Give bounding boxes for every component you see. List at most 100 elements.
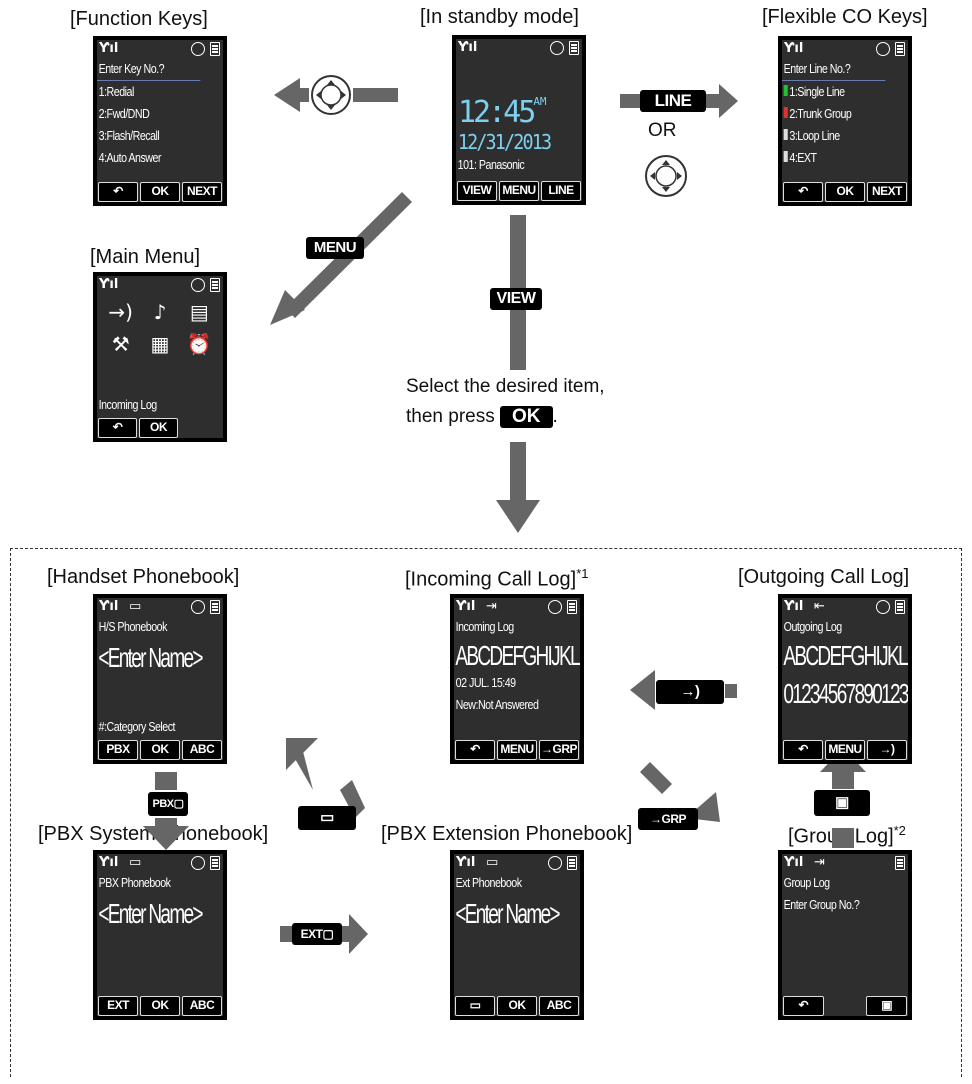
co-line-2[interactable]: 2:Trunk Group xyxy=(782,103,885,125)
label-flexible-co: [Flexible CO Keys] xyxy=(762,6,928,28)
ext-enter-name[interactable]: <Enter Name> xyxy=(455,898,560,929)
arrow-to-flexible-co xyxy=(620,84,738,197)
pbx-title: PBX Phonebook xyxy=(98,875,171,890)
instruction-line1: Select the desired item, xyxy=(406,376,605,397)
hs-enter-name[interactable]: <Enter Name> xyxy=(98,642,203,673)
standby-date: 12/31/2013 xyxy=(457,130,552,154)
fk-row-4[interactable]: 4:Auto Answer xyxy=(98,150,162,165)
group-key-badge: ▣ xyxy=(814,790,870,816)
standby-time: 12:45AM xyxy=(458,95,547,130)
ext-ok-softkey[interactable]: OK xyxy=(497,996,537,1016)
in-time: 02 JUL. 15:49 xyxy=(455,675,516,690)
call-log-icon[interactable]: →) xyxy=(108,300,133,324)
alarm-icon[interactable]: ⏰ xyxy=(186,332,212,356)
arrow-to-pbx-ext xyxy=(280,914,368,954)
hs-ok-softkey[interactable]: OK xyxy=(140,740,180,760)
in-status: New:Not Answered xyxy=(455,697,539,712)
hs-title: H/S Phonebook xyxy=(98,619,168,634)
label-outgoing-call-log: [Outgoing Call Log] xyxy=(738,566,910,588)
screen-flexible-co: Ƴıl Enter Line No.? 1:Single Line 2:Trun… xyxy=(778,36,912,206)
ringer-icon[interactable]: ♪ xyxy=(153,300,167,324)
screen-function-keys: Ƴıl Enter Key No.? 1:Redial 2:Fwd/DND 3:… xyxy=(93,36,227,206)
fk-row-2[interactable]: 2:Fwd/DND xyxy=(98,106,150,121)
in-grp-softkey[interactable]: →GRP xyxy=(539,740,579,760)
out-call-softkey[interactable]: →) xyxy=(867,740,907,760)
phonebook-log-region xyxy=(10,548,962,1077)
pbx-ok-softkey[interactable]: OK xyxy=(140,996,180,1016)
pbx-enter-name[interactable]: <Enter Name> xyxy=(98,898,203,929)
screen-incoming-call-log: Ƴıl⇥ Incoming Log ABCDEFGHIJKLMNOP 02 JU… xyxy=(450,594,584,764)
label-incoming-call-log: [Incoming Call Log]*1 xyxy=(405,566,589,591)
fk-next-softkey[interactable]: NEXT xyxy=(182,182,222,202)
grp-title: Group Log xyxy=(783,875,830,890)
ext-key-badge: EXT▢ xyxy=(292,923,342,945)
pbx-key-badge: PBX▢ xyxy=(148,792,188,816)
fk-title: Enter Key No.? xyxy=(97,58,201,81)
line-softkey[interactable]: LINE xyxy=(541,181,581,201)
in-menu-softkey[interactable]: MENU xyxy=(497,740,537,760)
arrow-to-function-keys xyxy=(274,75,398,115)
fk-row-3[interactable]: 3:Flash/Recall xyxy=(98,128,160,143)
view-softkey[interactable]: VIEW xyxy=(457,181,497,201)
label-pbx-extension-phonebook: [PBX Extension Phonebook] xyxy=(381,823,633,845)
screen-group-log: Ƴıl⇥ Group Log Enter Group No.? ↶▣ xyxy=(778,850,912,1020)
ext-title: Ext Phonebook xyxy=(455,875,522,890)
phonebook-icon[interactable]: ▤ xyxy=(189,300,209,324)
out-back-softkey[interactable]: ↶ xyxy=(783,740,823,760)
screen-standby: Ƴıl 12:45AM 12/31/2013 101: Panasonic VI… xyxy=(452,35,586,205)
grp-empty-softkey xyxy=(826,996,865,1016)
screen-main-menu: Ƴıl →) ♪ ▤ ⚒ ▦ ⏰ Incoming Log ↶OK xyxy=(93,272,227,442)
hs-abc-softkey[interactable]: ABC xyxy=(182,740,222,760)
co-line-1[interactable]: 1:Single Line xyxy=(782,81,885,103)
instruction-line2: then press OK. xyxy=(406,406,558,428)
hs-footer: #:Category Select xyxy=(98,719,176,734)
screen-outgoing-call-log: Ƴıl⇤ Outgoing Log ABCDEFGHIJKLMNOP 01234… xyxy=(778,594,912,764)
label-main-menu: [Main Menu] xyxy=(90,246,201,268)
line-key-badge: LINE xyxy=(640,90,706,112)
pbx-ext-softkey[interactable]: EXT xyxy=(98,996,138,1016)
arrow-to-pbx-system xyxy=(143,772,189,850)
out-name: ABCDEFGHIJKLMNOP xyxy=(783,640,908,671)
fk-row-1[interactable]: 1:Redial xyxy=(98,84,135,99)
ext-abc-softkey[interactable]: ABC xyxy=(539,996,579,1016)
in-name: ABCDEFGHIJKLMNOP xyxy=(455,640,580,671)
co-back-softkey[interactable]: ↶ xyxy=(783,182,823,202)
arrow-view-down xyxy=(496,215,540,533)
grp-sub: Enter Group No.? xyxy=(783,897,860,912)
out-number: 0123456789012345 xyxy=(783,678,908,709)
fk-ok-softkey[interactable]: OK xyxy=(140,182,180,202)
grp-group-softkey[interactable]: ▣ xyxy=(866,996,908,1016)
co-next-softkey[interactable]: NEXT xyxy=(867,182,907,202)
co-ok-softkey[interactable]: OK xyxy=(825,182,865,202)
fk-back-softkey[interactable]: ↶ xyxy=(98,182,138,202)
hs-pbx-softkey[interactable]: PBX xyxy=(98,740,138,760)
co-line-3[interactable]: 3:Loop Line xyxy=(782,125,885,147)
arrow-to-handset xyxy=(286,738,365,818)
out-menu-softkey[interactable]: MENU xyxy=(825,740,865,760)
in-back-softkey[interactable]: ↶ xyxy=(455,740,495,760)
outgoing-key-badge: →) xyxy=(656,680,724,704)
grp-back-softkey[interactable]: ↶ xyxy=(783,996,824,1016)
mm-back-softkey[interactable]: ↶ xyxy=(98,418,137,438)
out-title: Outgoing Log xyxy=(783,619,843,634)
ok-key-badge: OK xyxy=(500,406,553,428)
grp-key-badge: →GRP xyxy=(638,808,698,830)
in-title: Incoming Log xyxy=(455,619,515,634)
standby-extension: 101: Panasonic xyxy=(457,157,525,172)
pbx-abc-softkey[interactable]: ABC xyxy=(182,996,222,1016)
menu-key-badge: MENU xyxy=(306,237,364,259)
label-standby: [In standby mode] xyxy=(420,6,579,28)
ext-phonebook-softkey[interactable]: ▭ xyxy=(455,996,495,1016)
view-key-badge: VIEW xyxy=(490,288,542,310)
settings-icon[interactable]: ⚒ xyxy=(111,332,130,356)
mm-ok-softkey[interactable]: OK xyxy=(139,418,178,438)
or-text: OR xyxy=(648,120,677,141)
system-setting-icon[interactable]: ▦ xyxy=(150,332,170,356)
screen-handset-phonebook: Ƴıl▭ H/S Phonebook <Enter Name> #:Catego… xyxy=(93,594,227,764)
co-line-4[interactable]: 4:EXT xyxy=(782,147,885,169)
arrow-to-incoming xyxy=(630,670,737,710)
menu-softkey[interactable]: MENU xyxy=(499,181,539,201)
phonebook-key-badge: ▭ xyxy=(298,806,356,830)
main-menu-caption: Incoming Log xyxy=(98,397,158,412)
